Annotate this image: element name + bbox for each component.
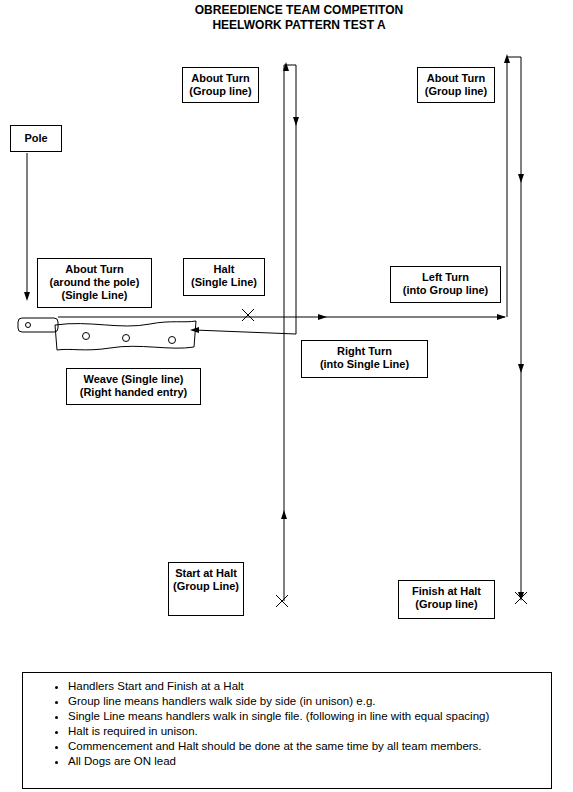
note-text: Halt is required in unison. [68, 724, 547, 739]
box-text: About Turn [40, 263, 149, 276]
box-text: About Turn [420, 72, 492, 85]
arrowhead [24, 292, 30, 301]
path-line [507, 57, 521, 58]
halt-mark [242, 309, 254, 321]
callout-box: About Turn(Group line) [417, 67, 495, 103]
box-text: Left Turn [393, 271, 498, 284]
weave-pole [123, 335, 130, 342]
label-box: Pole [10, 125, 62, 152]
path-line [58, 317, 505, 318]
path-line [194, 330, 296, 334]
note-text: Single Line means handlers walk in singl… [68, 709, 547, 724]
box-text: (into Single Line) [304, 358, 425, 371]
page-title: OBREEDIENCE TEAM COMPETITON HEELWORK PAT… [179, 3, 419, 33]
callout-box: Weave (Single line)(Right handed entry) [66, 368, 201, 405]
halt-mark [515, 592, 527, 604]
finish-box: Finish at Halt(Group line) [398, 580, 495, 619]
arrowhead [518, 592, 524, 601]
box-text: (into Group line) [393, 284, 498, 297]
path-line [284, 65, 285, 601]
arrowhead [190, 327, 199, 333]
box-text: Halt [186, 263, 262, 276]
callout-box: About Turn(around the pole)(Single Line) [37, 258, 152, 308]
box-text: (Group line) [420, 85, 492, 98]
path-line [507, 57, 508, 317]
arrowheads [24, 54, 524, 689]
box-text: About Turn [185, 72, 256, 85]
callout-box: Left Turn(into Group line) [390, 266, 501, 303]
arrowhead [281, 510, 287, 519]
note-text: Commencement and Halt should be done at … [68, 739, 547, 754]
callout-box: Halt(Single Line) [183, 258, 265, 296]
box-text: Finish at Halt [401, 585, 492, 598]
box-text: (Group line) [401, 598, 492, 611]
path-line [521, 57, 522, 598]
pole-symbol [26, 323, 31, 328]
weave-pole [169, 337, 176, 344]
note-text: Handlers Start and Finish at a Halt [68, 679, 547, 694]
pole-symbol [18, 318, 58, 332]
box-text: Pole [13, 132, 59, 145]
box-text: (around the pole) [40, 276, 149, 289]
callout-box: Right Turn(into Single Line) [301, 340, 428, 378]
arrowhead [293, 117, 299, 126]
weave-pole [83, 333, 90, 340]
note-text: All Dogs are ON lead [68, 754, 547, 769]
box-text: (Single Line) [40, 289, 149, 302]
path-lines [18, 57, 527, 607]
arrowhead [318, 314, 327, 320]
box-text: (Right handed entry) [69, 386, 198, 399]
note-text: Group line means handlers walk side by s… [68, 694, 547, 709]
box-text: Start at Halt [171, 567, 241, 580]
weave-symbol [55, 321, 196, 350]
arrowhead [518, 364, 524, 373]
notes-box: Handlers Start and Finish at a HaltGroup… [22, 672, 552, 789]
box-text: (Group Line) [171, 580, 241, 593]
halt-mark [276, 595, 288, 607]
box-text: Weave (Single line) [69, 373, 198, 386]
path-line [296, 65, 297, 334]
arrowhead [518, 174, 524, 183]
pointer-line [27, 153, 28, 296]
box-text: (Group line) [185, 85, 256, 98]
box-text: (Single Line) [186, 276, 262, 289]
start-box: Start at Halt(Group Line) [168, 562, 244, 616]
arrowhead [283, 62, 289, 71]
callout-box: About Turn(Group line) [182, 67, 259, 103]
arrowhead [504, 54, 510, 63]
arrowhead [497, 314, 506, 320]
notes-list: Handlers Start and Finish at a HaltGroup… [23, 679, 547, 769]
box-text: Right Turn [304, 345, 425, 358]
